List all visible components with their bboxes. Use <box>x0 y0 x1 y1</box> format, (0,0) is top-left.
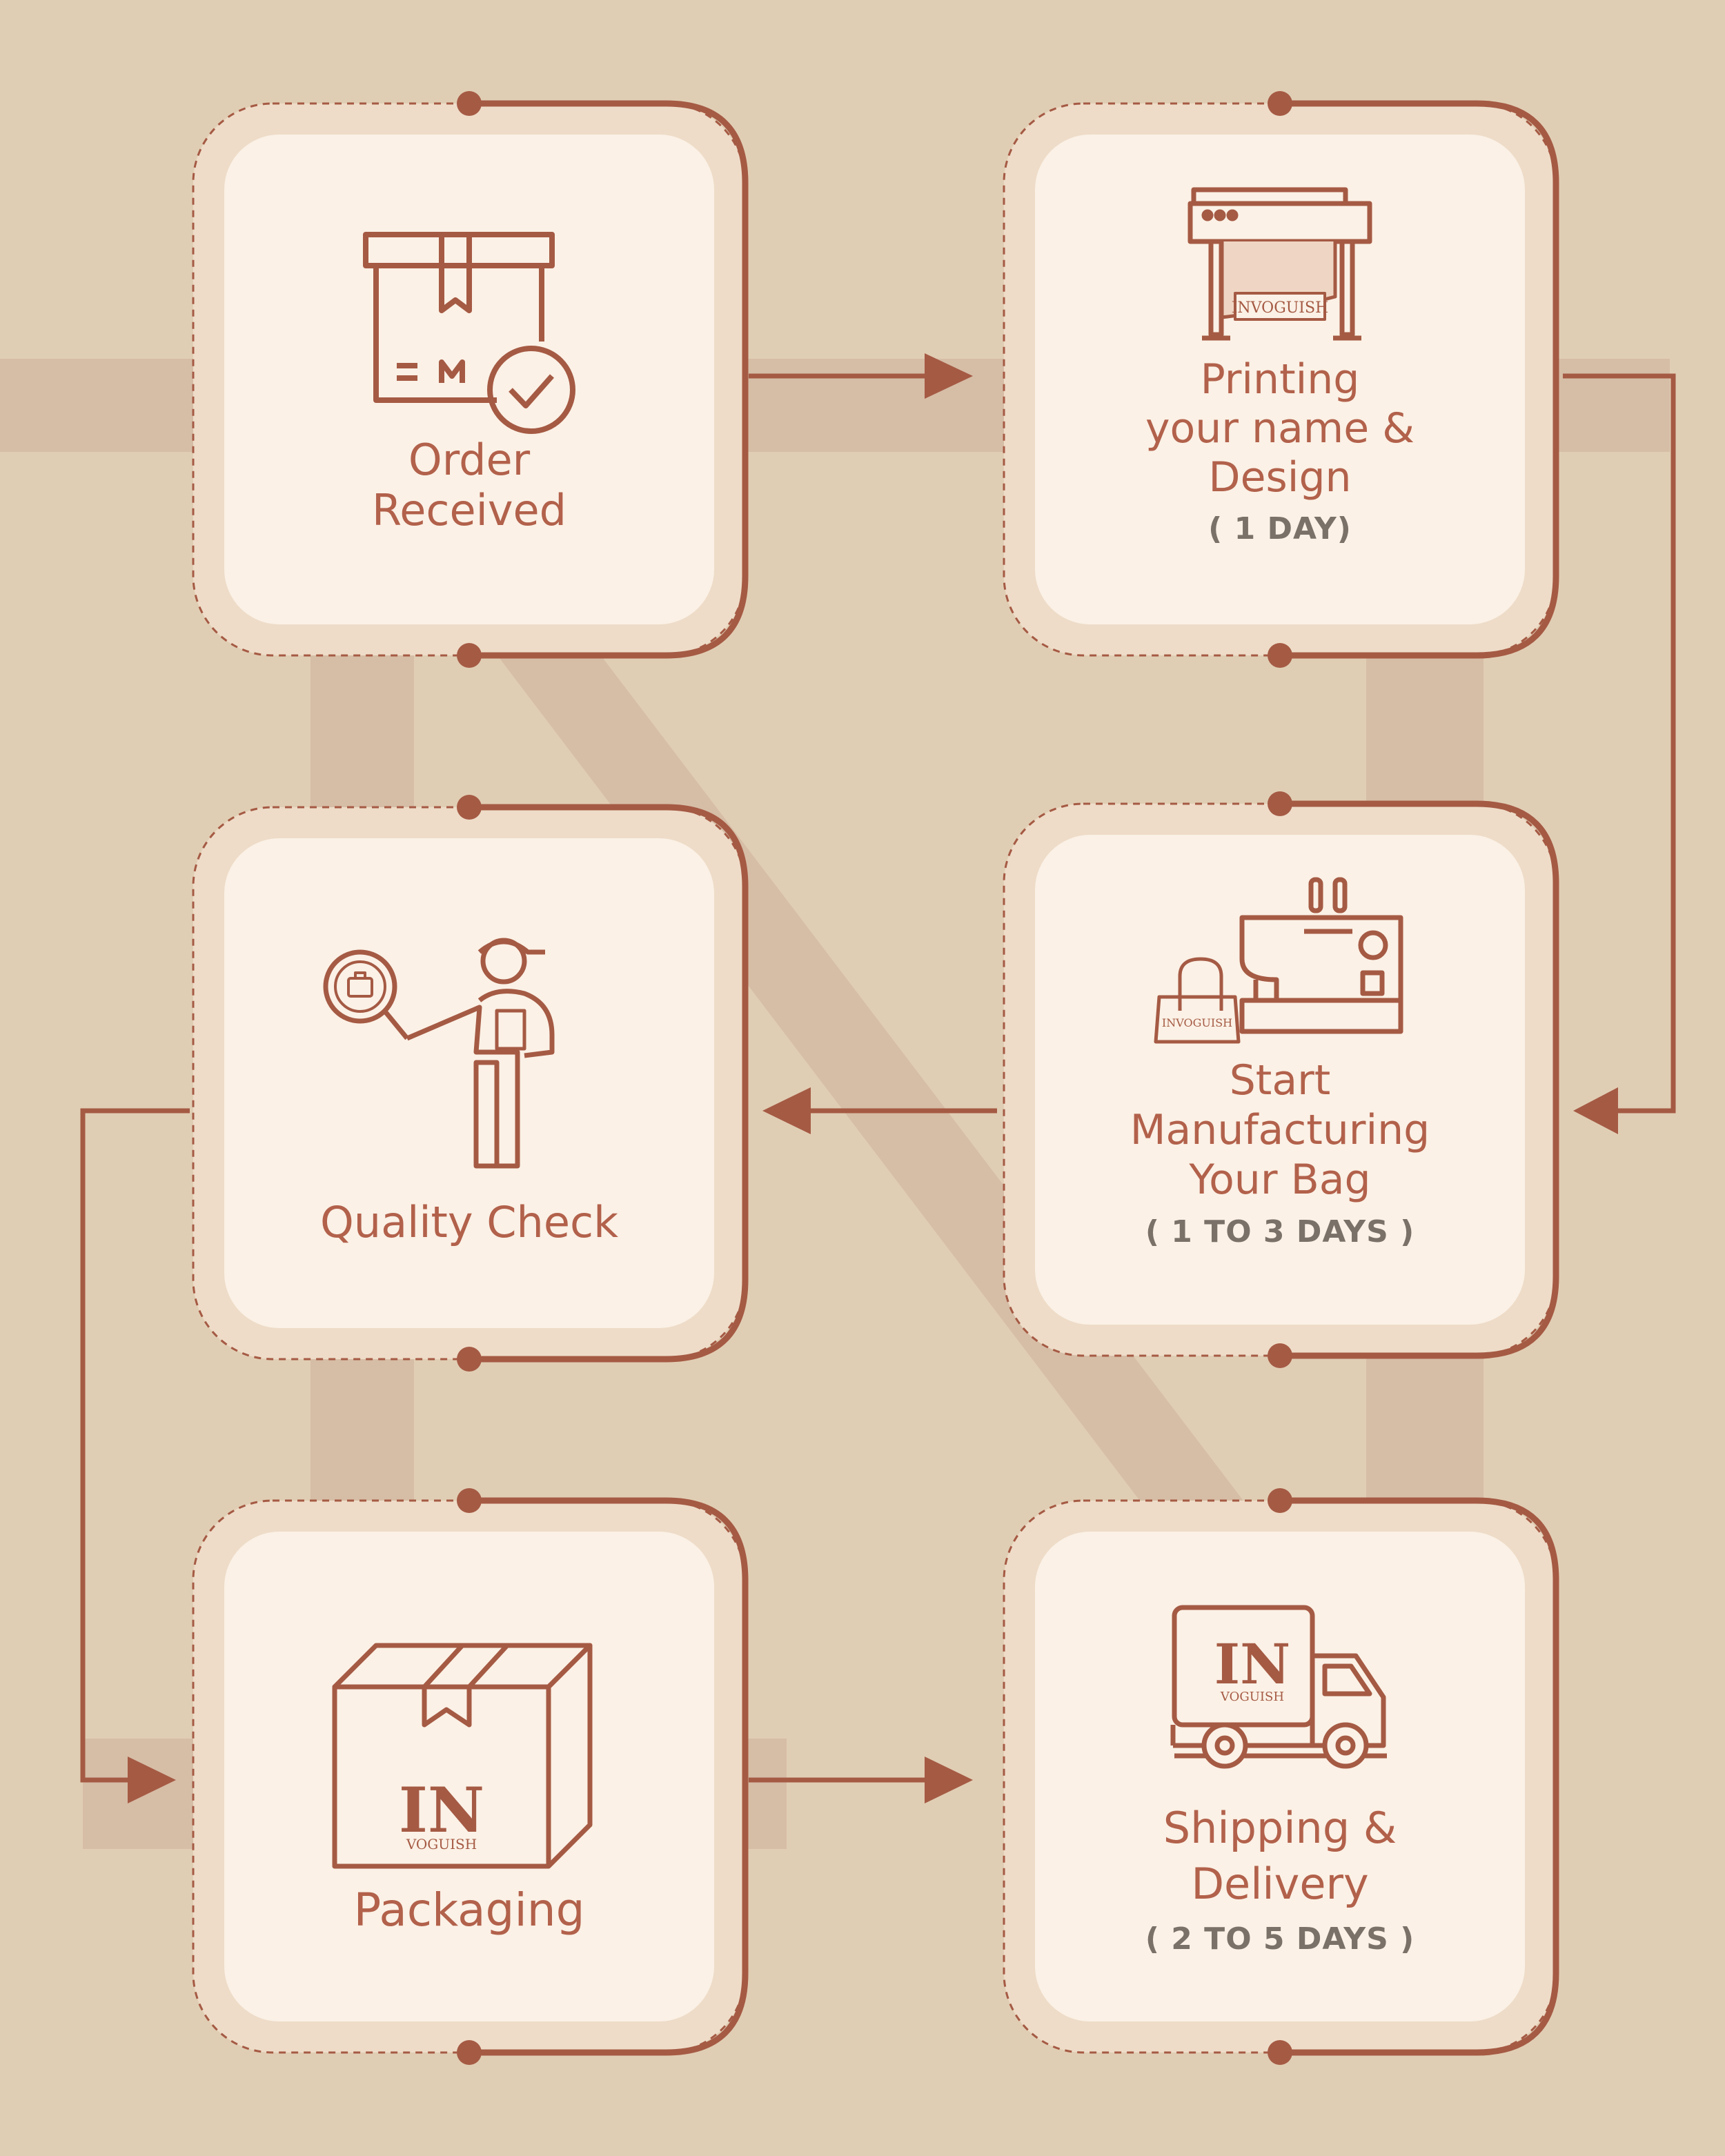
step-card-printing: INVOGUISH <box>1003 91 1559 668</box>
step-label-packaging: Packaging <box>224 1883 714 1937</box>
step-label-manufacturing: Start Manufacturing Your Bag ( 1 TO 3 DA… <box>1035 1056 1525 1250</box>
step-card-manufacturing: INVOGUISH <box>1003 791 1559 1368</box>
bag-brand-label: INVOGUISH <box>1162 1016 1232 1029</box>
flow-connectors <box>80 373 1676 1783</box>
inspector-icon <box>323 938 555 1169</box>
svg-text:IN: IN <box>399 1774 484 1847</box>
step-card-shipping: IN VOGUISH <box>1003 1488 1559 2065</box>
svg-text:IN: IN <box>1214 1632 1291 1697</box>
step-duration: ( 1 TO 3 DAYS ) <box>1145 1214 1415 1249</box>
step-duration: ( 1 DAY) <box>1208 511 1352 547</box>
connector-printing-to-manufacturing <box>1563 373 1676 1114</box>
printer-icon <box>1187 187 1372 341</box>
voguish-logo: IN VOGUISH <box>399 1774 484 1852</box>
step-label-shipping: Shipping & Delivery ( 2 TO 5 DAYS ) <box>1035 1801 1525 1957</box>
step-card-packaging: IN VOGUISH <box>192 1488 749 2065</box>
arrowhead-to-shipping <box>925 1757 973 1803</box>
step-title: Printing your name & Design <box>1145 355 1414 502</box>
arrowhead-to-packaging <box>128 1757 176 1803</box>
delivery-truck-icon <box>1170 1605 1387 1769</box>
svg-text:VOGUISH: VOGUISH <box>1220 1690 1284 1704</box>
step-label-order-received: Order Received <box>224 435 714 535</box>
step-label-printing: Printing your name & Design ( 1 DAY) <box>1035 355 1525 547</box>
svg-text:VOGUISH: VOGUISH <box>406 1836 477 1852</box>
arrowhead-to-manufacturing <box>1573 1087 1618 1134</box>
step-card-order-received <box>192 91 749 668</box>
voguish-truck-logo: IN VOGUISH <box>1214 1632 1291 1704</box>
flow-arrowheads <box>128 353 1618 1803</box>
printer-brand-label: INVOGUISH <box>1232 299 1329 317</box>
step-label-quality-check: Quality Check <box>224 1197 714 1247</box>
step-title: Packaging <box>353 1883 585 1937</box>
step-card-quality-check <box>192 795 749 1372</box>
arrowhead-to-printing <box>925 353 973 399</box>
package-icon <box>332 1643 593 1869</box>
step-duration: ( 2 TO 5 DAYS ) <box>1145 1921 1415 1957</box>
step-title: Order Received <box>371 435 567 536</box>
step-title: Quality Check <box>320 1197 618 1247</box>
box-check-icon <box>363 232 575 434</box>
arrowhead-to-quality <box>762 1087 811 1134</box>
sewing-machine-icon <box>1154 877 1403 1044</box>
connector-quality-to-packaging <box>80 1108 190 1783</box>
step-title: Shipping & Delivery <box>1163 1803 1397 1909</box>
step-title: Start Manufacturing Your Bag <box>1130 1056 1430 1204</box>
